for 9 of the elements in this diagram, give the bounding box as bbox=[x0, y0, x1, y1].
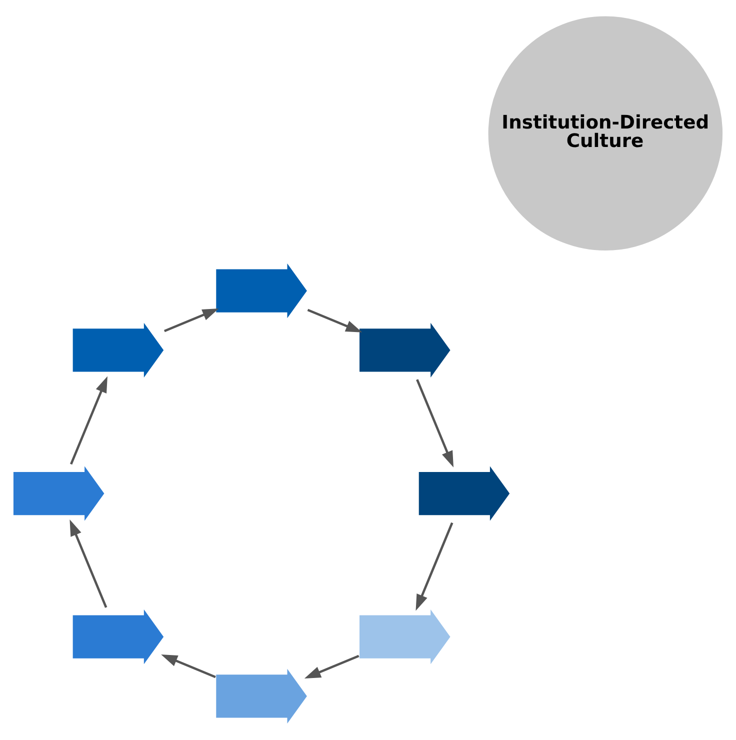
arrow bbox=[304, 654, 360, 678]
arrow bbox=[161, 654, 216, 678]
node-circle: Institution-Directed Culture bbox=[487, 14, 724, 252]
arrow bbox=[416, 522, 454, 610]
arrow bbox=[70, 376, 108, 464]
arrow bbox=[164, 308, 219, 332]
arrow bbox=[307, 308, 362, 332]
arrow bbox=[70, 519, 108, 608]
arrow bbox=[416, 378, 454, 467]
